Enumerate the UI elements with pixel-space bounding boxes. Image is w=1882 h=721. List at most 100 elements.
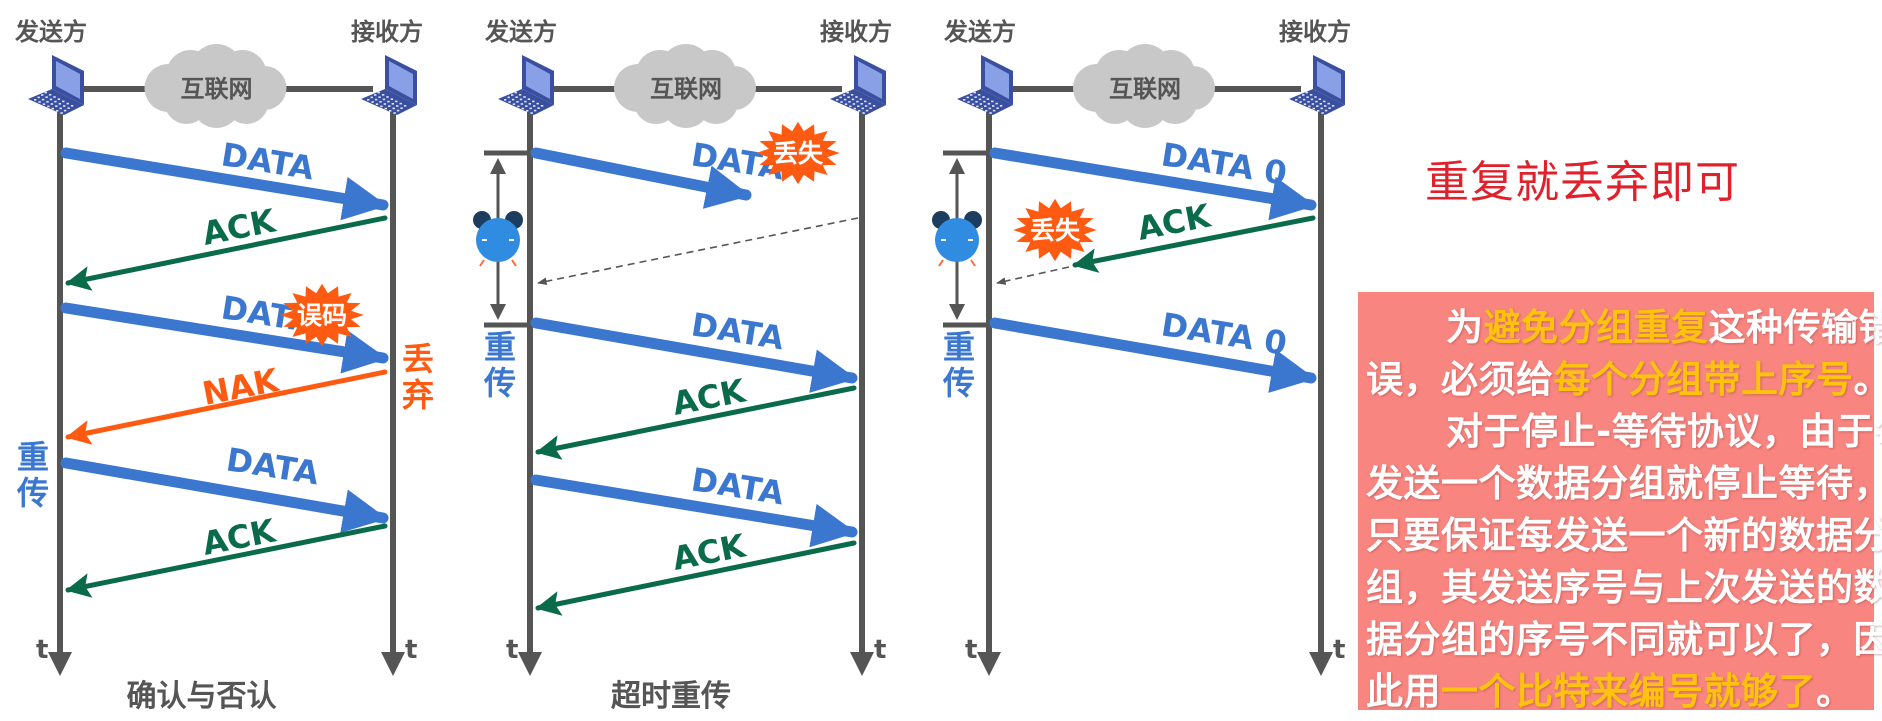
message-data: DATA bbox=[60, 440, 389, 533]
laptop-key bbox=[62, 100, 65, 103]
laptop-key bbox=[966, 96, 969, 99]
note-line: 为避免分组重复这种传输错 bbox=[1366, 302, 1882, 354]
note-line: 组，其发送序号与上次发送的数 bbox=[1366, 562, 1882, 614]
laptop-key bbox=[1327, 102, 1330, 105]
cloud-body bbox=[158, 66, 275, 110]
laptop-key bbox=[386, 96, 389, 98]
data-arrow bbox=[60, 147, 389, 221]
ack-arrow bbox=[535, 385, 857, 460]
message-ack: ACK bbox=[65, 201, 388, 291]
laptop-key bbox=[1315, 100, 1318, 103]
laptop-key bbox=[399, 102, 402, 105]
laptop-key bbox=[978, 98, 982, 101]
note-text: 这种传输错 bbox=[1708, 306, 1882, 349]
laptop-key bbox=[987, 103, 990, 105]
sender-laptop-icon bbox=[498, 55, 554, 115]
burst-label: 丢失 bbox=[1030, 216, 1081, 245]
clock-leg bbox=[938, 259, 944, 267]
time-axis-label: t bbox=[965, 635, 977, 665]
laptop-key bbox=[864, 100, 867, 103]
note-line: 发送一个数据分组就停止等待， bbox=[1366, 458, 1882, 510]
receiver-label: 接收方 bbox=[351, 18, 423, 46]
laptop-key bbox=[384, 107, 387, 110]
message-data: DATA bbox=[60, 135, 389, 221]
laptop-key bbox=[45, 96, 48, 98]
laptop-key bbox=[60, 112, 63, 114]
laptop-key bbox=[982, 96, 985, 98]
message-ack: ACK bbox=[535, 526, 857, 616]
receiver-laptop-icon bbox=[361, 55, 417, 115]
laptop-key bbox=[53, 96, 56, 98]
burst-icon bbox=[280, 283, 364, 347]
laptop-key bbox=[1308, 105, 1311, 108]
laptop-key bbox=[852, 103, 856, 105]
laptop-key bbox=[1324, 109, 1328, 112]
note-highlight: 每个分组带上序号 bbox=[1553, 358, 1854, 401]
resend-label-char: 重 bbox=[17, 438, 49, 476]
laptop-key bbox=[850, 94, 854, 96]
laptop-key bbox=[970, 98, 974, 101]
burst-label: 误码 bbox=[297, 301, 347, 330]
laptop-key bbox=[396, 109, 400, 112]
receiver-label: 接收方 bbox=[1279, 18, 1351, 46]
resend-label-char: 重 bbox=[484, 328, 516, 366]
laptop-key bbox=[378, 96, 381, 98]
laptop-key bbox=[1317, 110, 1320, 112]
laptop-key bbox=[47, 105, 50, 108]
discard-label-char: 弃 bbox=[402, 376, 434, 414]
laptop-key bbox=[975, 101, 978, 103]
laptop-key bbox=[1316, 105, 1319, 107]
laptop-key bbox=[519, 98, 523, 101]
laptop-key bbox=[42, 103, 46, 105]
laptop-key bbox=[63, 105, 66, 107]
laptop-key bbox=[528, 103, 531, 105]
laptop-key bbox=[1323, 100, 1326, 103]
laptop-key bbox=[54, 100, 57, 103]
note-line: 据分组的序号不同就可以了，因 bbox=[1366, 614, 1882, 666]
laptop-key bbox=[976, 105, 979, 108]
laptop-key bbox=[1303, 103, 1307, 105]
laptop-key bbox=[370, 96, 373, 99]
laptop-screen bbox=[56, 61, 80, 99]
laptop-key bbox=[983, 100, 986, 103]
note-text: 只要保证每发送一个新的数据分 bbox=[1366, 514, 1882, 557]
laptop-key bbox=[520, 103, 524, 105]
laptop-key bbox=[1318, 98, 1322, 100]
laptop-key bbox=[59, 107, 62, 110]
laptop-key bbox=[844, 103, 848, 105]
laptop-key bbox=[41, 94, 44, 96]
data-arrow bbox=[530, 474, 858, 548]
message-data: DATA bbox=[530, 305, 858, 393]
laptop-key bbox=[861, 107, 864, 110]
laptop-key bbox=[512, 103, 516, 105]
dashed-timeout-arrow bbox=[996, 266, 1070, 285]
laptop-key bbox=[525, 105, 528, 107]
explanation-note: 为避免分组重复这种传输错误，必须给每个分组带上序号。对于停止-等待协议，由于每发… bbox=[1358, 292, 1882, 713]
note-text: 发送一个数据分组就停止等待， bbox=[1366, 462, 1882, 505]
laptop-key bbox=[1307, 101, 1310, 103]
dashed-timeout-arrow bbox=[537, 217, 859, 286]
time-axis-label: t bbox=[405, 635, 417, 665]
message-dashed bbox=[537, 217, 859, 286]
laptop-key bbox=[859, 98, 863, 100]
note-text: 。 bbox=[1854, 358, 1882, 401]
laptop-key bbox=[67, 107, 70, 109]
clock-leg bbox=[970, 259, 976, 267]
laptop-key bbox=[855, 96, 858, 98]
message-data: DATA 0 bbox=[989, 135, 1317, 221]
laptop-key bbox=[1302, 98, 1306, 101]
laptop-key bbox=[396, 105, 399, 107]
laptop-key bbox=[57, 98, 61, 100]
laptop-key bbox=[383, 103, 387, 105]
laptop-key bbox=[511, 94, 514, 96]
note-text: 为 bbox=[1446, 306, 1484, 349]
laptop-key bbox=[540, 105, 544, 107]
nak-label: NAK bbox=[199, 361, 282, 413]
laptop-key bbox=[63, 109, 67, 112]
timer-arrow-up-icon bbox=[490, 158, 506, 174]
laptop-key bbox=[517, 105, 520, 108]
laptop-key bbox=[856, 100, 859, 103]
time-axis-label: t bbox=[874, 635, 886, 665]
